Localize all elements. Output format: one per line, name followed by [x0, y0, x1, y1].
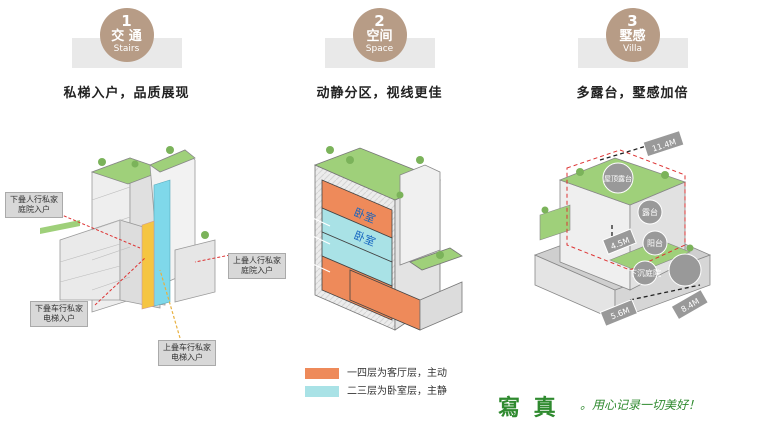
terrace-label: 露台 [642, 207, 658, 217]
callout-upper-car-entry: 上叠车行私家 电梯入户 [158, 340, 216, 366]
legend-swatch-cyan [305, 385, 339, 397]
brand-slogan: 。用心记录一切美好！ [580, 398, 701, 412]
courtyard-label: 下沉庭院 [629, 268, 661, 278]
legend-label: 二三层为卧室层，主静 [347, 386, 447, 397]
callout-lower-walk-entry: 下叠人行私家 庭院入户 [5, 192, 63, 218]
stairs-building [40, 146, 231, 339]
panel-subtitle: 私梯入户，品质展现 [63, 86, 190, 101]
legend-label: 一四层为客厅层，主动 [347, 368, 447, 379]
badge-space: 2 空间 Space [352, 8, 407, 62]
badge-villa: 3 墅感 Villa [605, 8, 660, 62]
space-building [299, 146, 463, 331]
panel-stairs: 1 交 通 Stairs 私梯入户，品质展现 [0, 0, 253, 440]
legend-swatch-orange [305, 367, 339, 379]
balcony-label: 阳台 [647, 238, 663, 248]
callout-upper-walk-entry: 上叠人行私家 庭院入户 [228, 253, 286, 279]
badge-subtitle: Stairs [113, 44, 140, 54]
badge-number: 1 [121, 12, 132, 30]
roof-terrace-label: 屋顶露台 [604, 174, 632, 183]
badge-subtitle: Space [365, 44, 394, 54]
badge-title: 墅感 [619, 29, 646, 44]
panel-villa: 3 墅感 Villa 多露台，墅感加倍 [506, 0, 759, 440]
badge-title: 空间 [366, 29, 393, 44]
badge-number: 2 [374, 12, 385, 30]
villa-building [533, 129, 712, 327]
panel-subtitle: 动静分区，视线更佳 [316, 86, 443, 101]
legend-item-bedroom: 二三层为卧室层，主静 [305, 382, 447, 397]
panel-subtitle: 多露台，墅感加倍 [576, 86, 689, 101]
brand-logo-text: 寫 真 [498, 395, 559, 421]
badge-stairs: 1 交 通 Stairs [99, 8, 154, 62]
legend-item-living: 一四层为客厅层，主动 [305, 364, 447, 379]
panel-space: 2 空间 Space 动静分区，视线更佳 [253, 0, 506, 440]
badge-title: 交 通 [111, 29, 142, 44]
badge-number: 3 [627, 12, 638, 30]
badge-subtitle: Villa [623, 44, 642, 54]
callout-lower-car-entry: 下叠车行私家 电梯入户 [30, 301, 88, 327]
